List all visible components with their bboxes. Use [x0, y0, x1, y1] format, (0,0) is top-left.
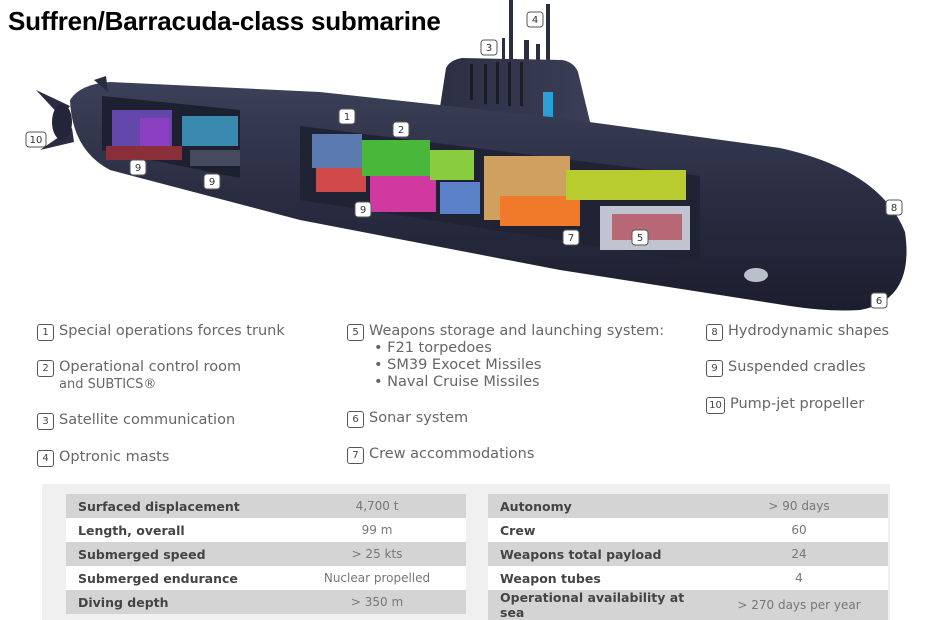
callout-badges: 1 2 3 4 5 6 7 8 9 9 9 10 [25, 11, 903, 309]
table-row: Operational availability at sea> 270 day… [488, 590, 888, 620]
legend-sub-1: • F21 torpedoes [374, 340, 492, 356]
callout-5: 5 [631, 229, 649, 246]
aft-compartments [102, 96, 240, 178]
legend-item-3: 3 Satellite communication [37, 412, 235, 430]
table-row: Submerged speed> 25 kts [66, 542, 466, 566]
legend-num: 4 [37, 450, 54, 467]
callout-9a: 9 [129, 159, 147, 176]
submarine-diagram: 1 2 3 4 5 6 7 8 9 9 9 10 [25, 0, 907, 311]
legend-item-9: 9 Suspended cradles [706, 359, 866, 377]
legend-num: 10 [706, 397, 725, 414]
callout-9c: 9 [354, 201, 372, 218]
legend-item-2: 2 Operational control room and SUBTICS® [37, 359, 241, 393]
legend-item-1: 1 Special operations forces trunk [37, 323, 285, 341]
svg-text:1: 1 [344, 112, 350, 123]
callout-1: 1 [338, 108, 356, 125]
callout-8: 8 [885, 199, 903, 216]
pump-jet-propeller [36, 76, 108, 150]
svg-text:2: 2 [398, 125, 404, 136]
callout-9b: 9 [203, 173, 221, 190]
callout-3: 3 [480, 39, 498, 56]
callout-7: 7 [562, 229, 580, 246]
svg-text:4: 4 [532, 15, 538, 26]
legend-text: Weapons storage and launching system: [369, 323, 665, 339]
svg-text:3: 3 [486, 43, 492, 54]
svg-text:5: 5 [637, 233, 643, 244]
legend-sub-3: • Naval Cruise Missiles [374, 374, 540, 390]
legend-item-5: 5 Weapons storage and launching system: … [347, 323, 664, 391]
legend-num: 6 [347, 411, 364, 428]
legend-num: 7 [347, 447, 364, 464]
svg-text:7: 7 [568, 233, 574, 244]
legend-item-10: 10 Pump-jet propeller [706, 396, 864, 414]
svg-text:9: 9 [209, 177, 215, 188]
legend-num: 5 [347, 324, 364, 341]
table-row: Autonomy> 90 days [488, 494, 888, 518]
table-row: Diving depth> 350 m [66, 590, 466, 614]
legend-item-6: 6 Sonar system [347, 410, 468, 428]
svg-text:9: 9 [360, 205, 366, 216]
legend-item-4: 4 Optronic masts [37, 449, 169, 467]
optronic-masts [502, 0, 550, 60]
legend-item-8: 8 Hydrodynamic shapes [706, 323, 889, 341]
callout-2: 2 [392, 121, 410, 138]
svg-text:6: 6 [876, 296, 882, 307]
legend-text: Crew accommodations [369, 446, 535, 462]
legend-text: Satellite communication [59, 412, 236, 428]
legend-text: Special operations forces trunk [59, 323, 285, 339]
legend-num: 1 [37, 324, 54, 341]
legend-text: Pump-jet propeller [730, 396, 865, 412]
central-compartments [300, 126, 700, 262]
svg-text:9: 9 [135, 163, 141, 174]
tower-cutaway [470, 62, 553, 122]
sonar-dome [744, 268, 768, 282]
callout-4: 4 [526, 11, 544, 28]
legend-text: Operational control room [59, 359, 242, 375]
legend-text: Suspended cradles [728, 359, 866, 375]
legend-text: Sonar system [369, 410, 469, 426]
legend-num: 9 [706, 360, 723, 377]
page-title: Suffren/Barracuda-class submarine [8, 6, 441, 36]
legend-num: 2 [37, 360, 54, 377]
legend-num: 8 [706, 324, 723, 341]
legend-item-7: 7 Crew accommodations [347, 446, 534, 464]
callout-6: 6 [870, 292, 888, 309]
legend-text-line2: and SUBTICS® [59, 377, 157, 392]
svg-text:8: 8 [891, 203, 897, 214]
svg-text:10: 10 [30, 135, 43, 146]
legend-num: 3 [37, 413, 54, 430]
callout-10: 10 [25, 131, 47, 148]
legend-text: Hydrodynamic shapes [728, 323, 890, 339]
legend-text: Optronic masts [59, 449, 170, 465]
legend-sub-2: • SM39 Exocet Missiles [374, 357, 542, 373]
